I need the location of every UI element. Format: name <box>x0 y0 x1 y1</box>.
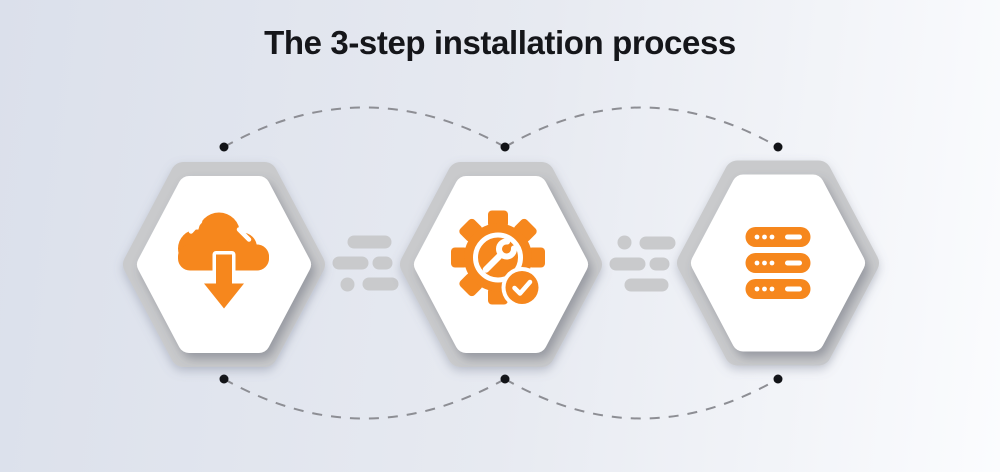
speed-lines-connector <box>609 235 676 292</box>
check-badge <box>501 267 543 308</box>
dashed-curve-bottom-right <box>504 378 779 420</box>
check-icon <box>512 279 533 296</box>
wrench-handle <box>482 253 503 273</box>
page-title: The 3-step installation process <box>264 24 736 61</box>
step-2-hexagon <box>413 175 589 354</box>
gear-wrench-check-icon <box>451 210 545 308</box>
dashed-curve-bottom-left <box>223 378 506 420</box>
connector-dot <box>500 142 510 152</box>
connector-dot <box>219 142 229 152</box>
server-rack-icon <box>745 227 811 299</box>
connector-dot <box>773 374 783 384</box>
connector-dot <box>500 374 510 384</box>
step-3-hexagon <box>690 174 866 353</box>
connector-dot <box>773 142 783 152</box>
wrench-jaw <box>496 238 517 260</box>
speed-lines-connector <box>332 235 399 292</box>
dashed-curve-top-right <box>504 106 779 148</box>
step-1-hexagon <box>136 175 312 354</box>
connector-dot <box>219 374 229 384</box>
cloud-download-icon <box>178 212 269 312</box>
dashed-curve-top-left <box>223 106 506 148</box>
